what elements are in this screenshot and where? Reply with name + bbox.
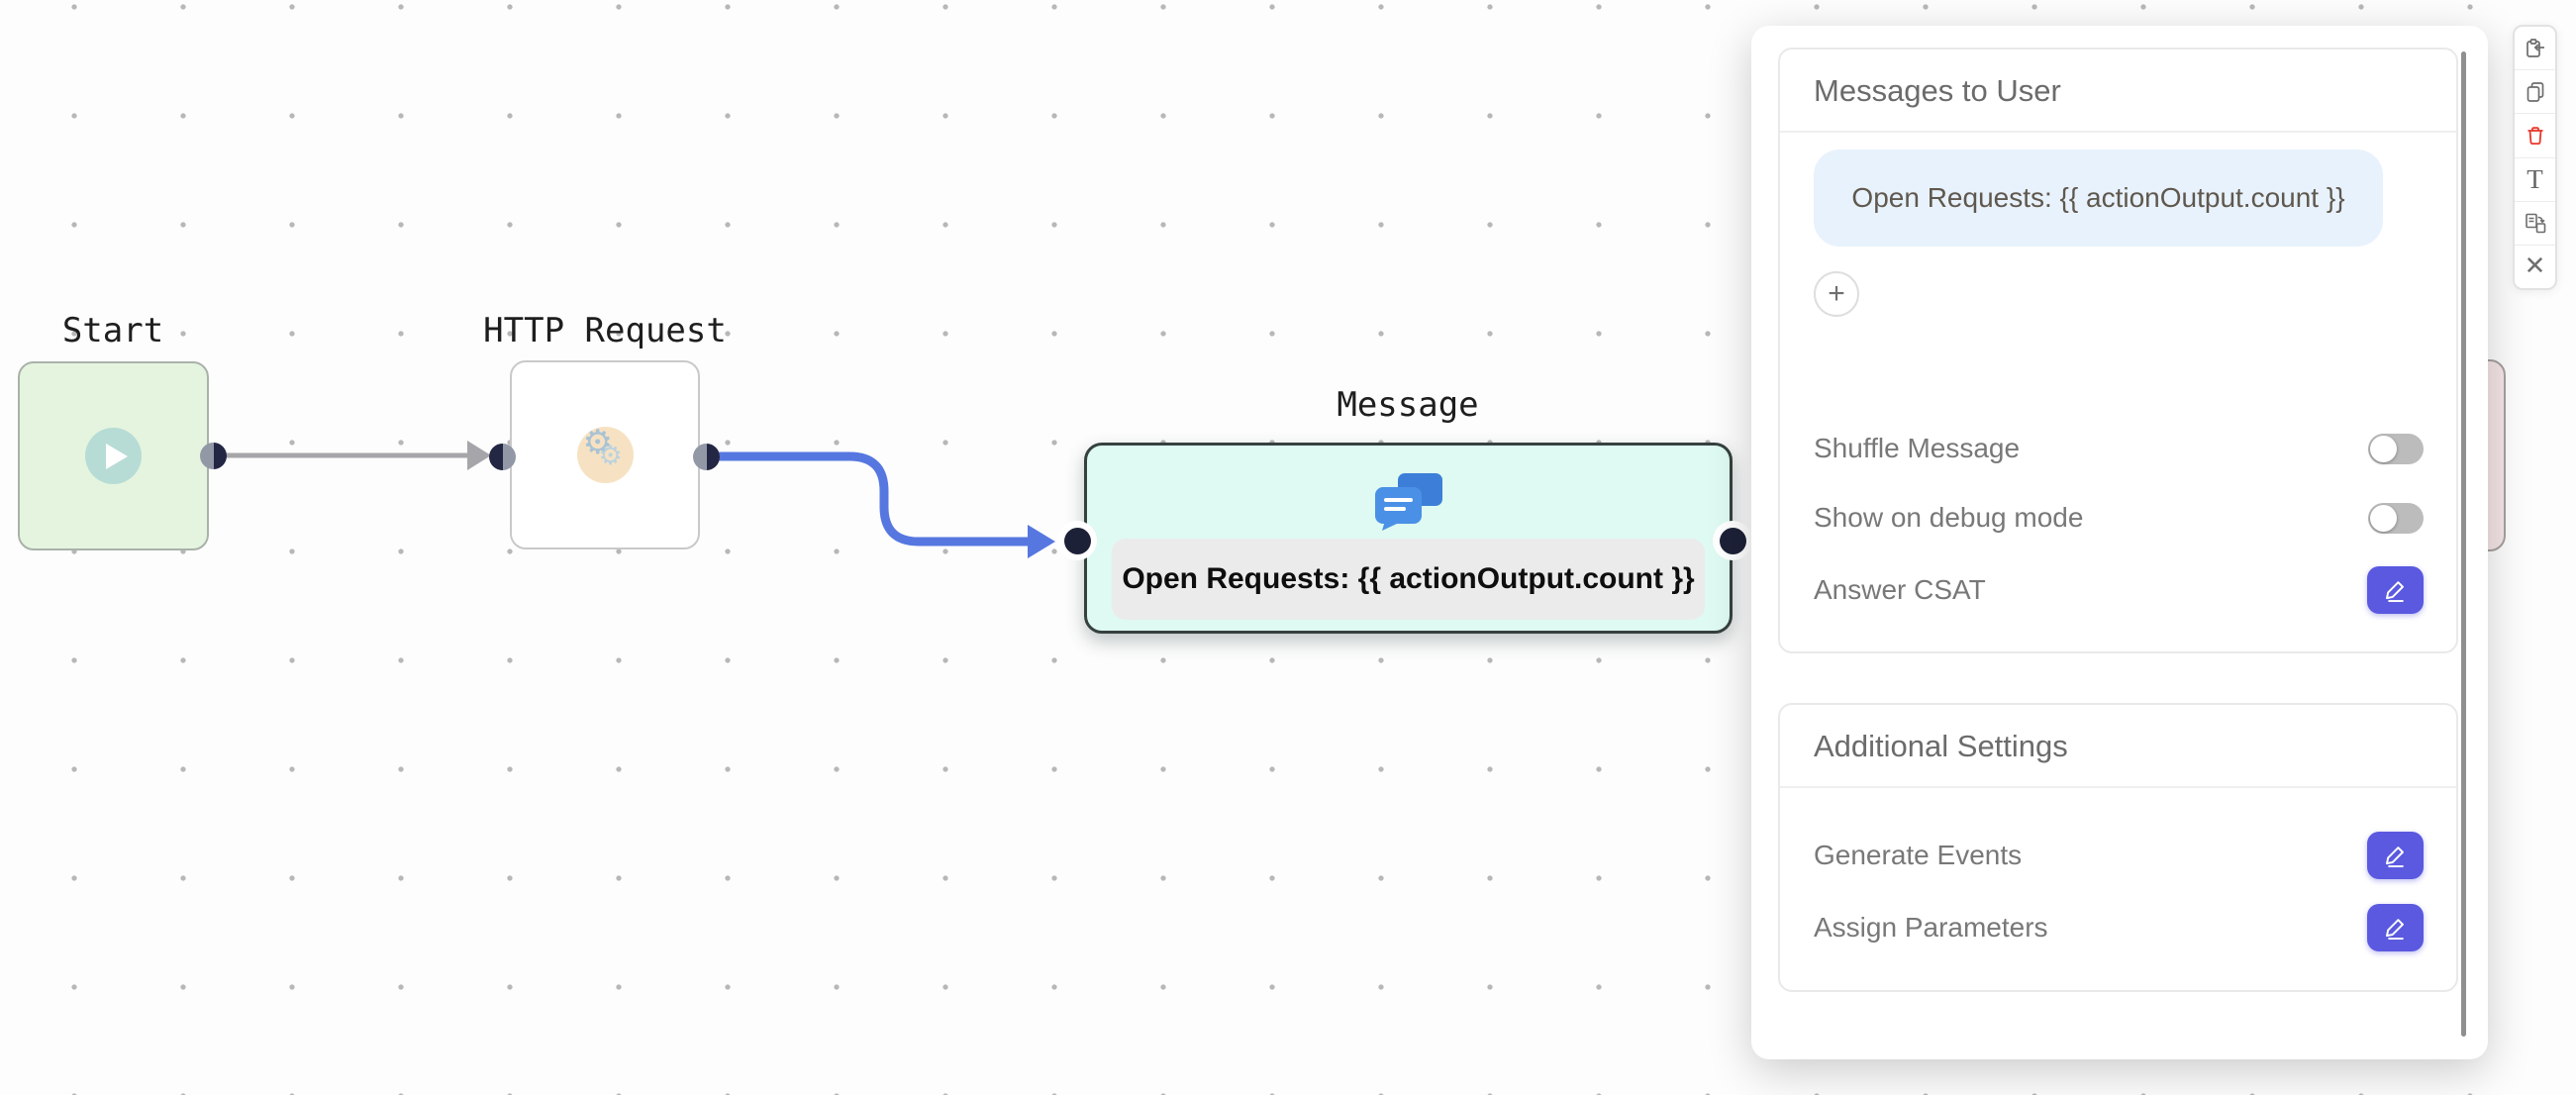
node-message[interactable]: Open Requests: {{ actionOutput.count }} [1084, 443, 1733, 634]
additional-settings-card: Additional Settings Generate Events Assi… [1778, 703, 2458, 992]
show-on-debug-mode-toggle[interactable] [2368, 502, 2424, 534]
port-http-out[interactable] [693, 444, 720, 470]
pencil-icon [2385, 846, 2404, 868]
answer-csat-label: Answer CSAT [1814, 574, 1986, 605]
node-http-request[interactable]: ⚙⚙ [510, 360, 700, 549]
generate-events-edit-button[interactable] [2367, 832, 2424, 879]
node-properties-drawer: Messages to User Open Requests: {{ actio… [1751, 26, 2488, 1059]
port-start-out[interactable] [200, 443, 227, 469]
messages-to-user-title: Messages to User [1780, 50, 2456, 133]
setting-row-answer-csat: Answer CSAT [1814, 559, 2424, 621]
port-message-in[interactable] [1057, 521, 1097, 560]
answer-csat-edit-button[interactable] [2367, 566, 2424, 614]
node-start[interactable] [18, 361, 209, 550]
assign-parameters-edit-button[interactable] [2367, 904, 2424, 951]
pencil-icon [2385, 581, 2404, 603]
copy-button[interactable] [2515, 70, 2555, 115]
delete-button[interactable] [2515, 114, 2555, 158]
setting-row-shuffle-message: Shuffle Message [1814, 418, 2424, 479]
setting-row-generate-events: Generate Events [1814, 825, 2424, 886]
node-label-start: Start [61, 311, 164, 350]
text-tool-button[interactable]: T [2515, 158, 2555, 202]
setting-row-assign-parameters: Assign Parameters [1814, 897, 2424, 958]
text-tool-icon: T [2526, 163, 2543, 194]
add-message-button[interactable]: + [1814, 271, 1859, 317]
port-http-in[interactable] [489, 444, 516, 470]
setting-row-debug-mode: Show on debug mode [1814, 487, 2424, 548]
message-node-content: Open Requests: {{ actionOutput.count }} [1112, 539, 1705, 620]
close-toolbar-button[interactable]: ✕ [2515, 246, 2555, 288]
duplicate-to-page-button[interactable] [2515, 202, 2555, 246]
paste-icon [2526, 38, 2544, 57]
paste-button[interactable] [2515, 27, 2555, 71]
node-label-message: Message [1337, 385, 1479, 425]
drawer-scrollbar[interactable] [2461, 51, 2466, 1037]
generate-events-label: Generate Events [1814, 840, 2023, 870]
chat-bubbles-icon [1374, 473, 1442, 531]
assign-parameters-label: Assign Parameters [1814, 912, 2048, 943]
edge-start-http-arrowhead [467, 441, 491, 470]
additional-settings-title: Additional Settings [1780, 705, 2456, 788]
message-bubble[interactable]: Open Requests: {{ actionOutput.count }} [1814, 149, 2383, 247]
port-message-out[interactable] [1713, 521, 1752, 560]
shuffle-message-toggle[interactable] [2368, 433, 2424, 464]
document-duplicate-icon [2525, 213, 2545, 234]
copy-icon [2526, 81, 2543, 102]
show-on-debug-mode-label: Show on debug mode [1814, 502, 2084, 533]
gears-icon: ⚙⚙ [576, 423, 634, 483]
edge-http-message-arrowhead [1028, 525, 1055, 558]
node-actions-toolbar: T ✕ [2513, 25, 2557, 290]
shuffle-message-label: Shuffle Message [1814, 433, 2021, 463]
edge-http-message [719, 451, 1028, 547]
close-icon: ✕ [2524, 251, 2546, 282]
node-label-http-request: HTTP Request [483, 311, 727, 350]
pencil-icon [2385, 919, 2404, 941]
trash-icon [2527, 127, 2542, 145]
play-icon [85, 428, 142, 484]
messages-to-user-card: Messages to User Open Requests: {{ actio… [1778, 48, 2458, 653]
